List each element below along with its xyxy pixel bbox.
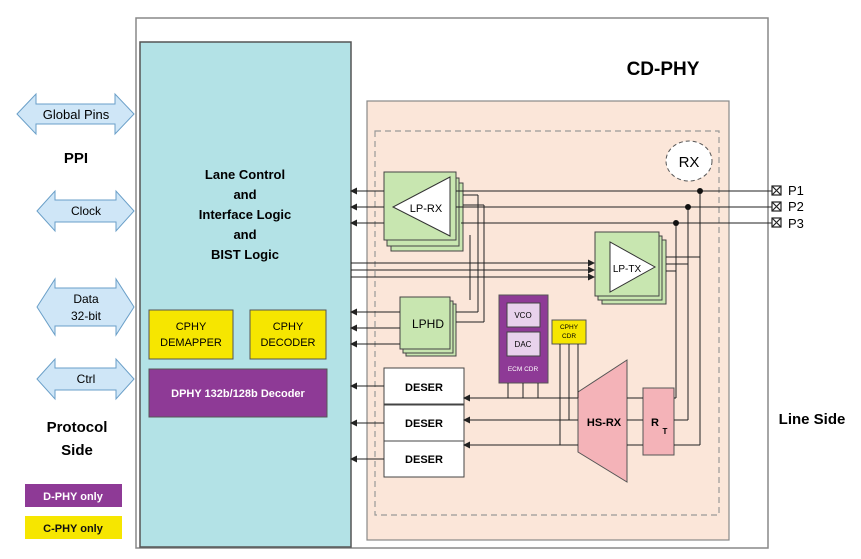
cphy-demapper-label-1: CPHY xyxy=(176,321,207,333)
legend-cphy-swatch xyxy=(25,516,122,539)
rt-label-r: R xyxy=(651,417,659,429)
cphy-cdr-label-2: CDR xyxy=(562,333,576,340)
cphy-cdr-label-1: CPHY xyxy=(560,324,579,331)
controller-line-5: BIST Logic xyxy=(211,247,279,262)
clock-label: Clock xyxy=(71,204,102,218)
protocol-label-2: Side xyxy=(61,442,93,459)
hs-rx-block xyxy=(577,359,628,483)
vco-block xyxy=(506,302,541,328)
rt-block xyxy=(642,387,675,456)
deser-block-1 xyxy=(383,367,465,405)
ecm-cdr-label: ECM CDR xyxy=(508,366,539,373)
deser-label-2: DESER xyxy=(405,418,443,430)
ppi-label: PPI xyxy=(64,150,88,167)
cphy-decoder-label-1: CPHY xyxy=(273,321,304,333)
lphd-block xyxy=(399,296,451,350)
hs-rx-label: HS-RX xyxy=(587,417,622,429)
data-label-2: 32-bit xyxy=(71,309,102,323)
clock-arrow xyxy=(36,189,135,233)
controller-block xyxy=(139,41,352,548)
deser-label-3: DESER xyxy=(405,454,443,466)
analog-dashed-region xyxy=(374,130,720,516)
legend-cphy-label: C-PHY only xyxy=(43,523,104,535)
controller-line-1: Lane Control xyxy=(205,167,285,182)
cphy-demapper-label-2: DEMAPPER xyxy=(160,337,222,349)
controller-line-3: Interface Logic xyxy=(199,207,291,222)
rx-circle xyxy=(665,140,713,182)
line-side-label: Line Side xyxy=(779,411,846,428)
controller-line-2: and xyxy=(233,187,256,202)
pin-p2-label: P2 xyxy=(788,199,804,214)
controller-line-4: and xyxy=(233,227,256,242)
global-pins-arrow xyxy=(16,92,135,136)
dphy-decoder-label: DPHY 132b/128b Decoder xyxy=(171,388,305,400)
pin-p3-label: P3 xyxy=(788,216,804,231)
rx-label: RX xyxy=(679,154,700,171)
cphy-demapper-block xyxy=(148,309,234,360)
deser-label-1: DESER xyxy=(405,382,443,394)
lp-rx-triangle xyxy=(391,176,451,237)
legend-dphy-swatch xyxy=(25,484,122,507)
dphy-decoder-block xyxy=(148,368,328,418)
legend-dphy-label: D-PHY only xyxy=(43,491,104,503)
rt-label-t: T xyxy=(663,427,668,436)
cphy-decoder-block xyxy=(249,309,327,360)
dac-block xyxy=(506,331,541,357)
lp-tx-label: LP-TX xyxy=(613,264,642,275)
ctrl-label: Ctrl xyxy=(77,372,96,386)
cd-phy-title: CD-PHY xyxy=(627,59,700,80)
deser-block-2 xyxy=(383,404,465,442)
lp-tx-triangle xyxy=(609,241,657,293)
data-label-1: Data xyxy=(73,292,99,306)
global-pins-label: Global Pins xyxy=(43,107,110,122)
lp-rx-label: LP-RX xyxy=(410,203,443,215)
dac-label: DAC xyxy=(515,340,532,349)
cphy-decoder-label-2: DECODER xyxy=(260,337,315,349)
protocol-label-1: Protocol xyxy=(47,419,108,436)
ctrl-arrow xyxy=(36,357,135,401)
pin-p1-label: P1 xyxy=(788,183,804,198)
vco-label: VCO xyxy=(514,311,531,320)
data-arrow xyxy=(36,277,135,337)
lphd-label: LPHD xyxy=(412,317,444,331)
